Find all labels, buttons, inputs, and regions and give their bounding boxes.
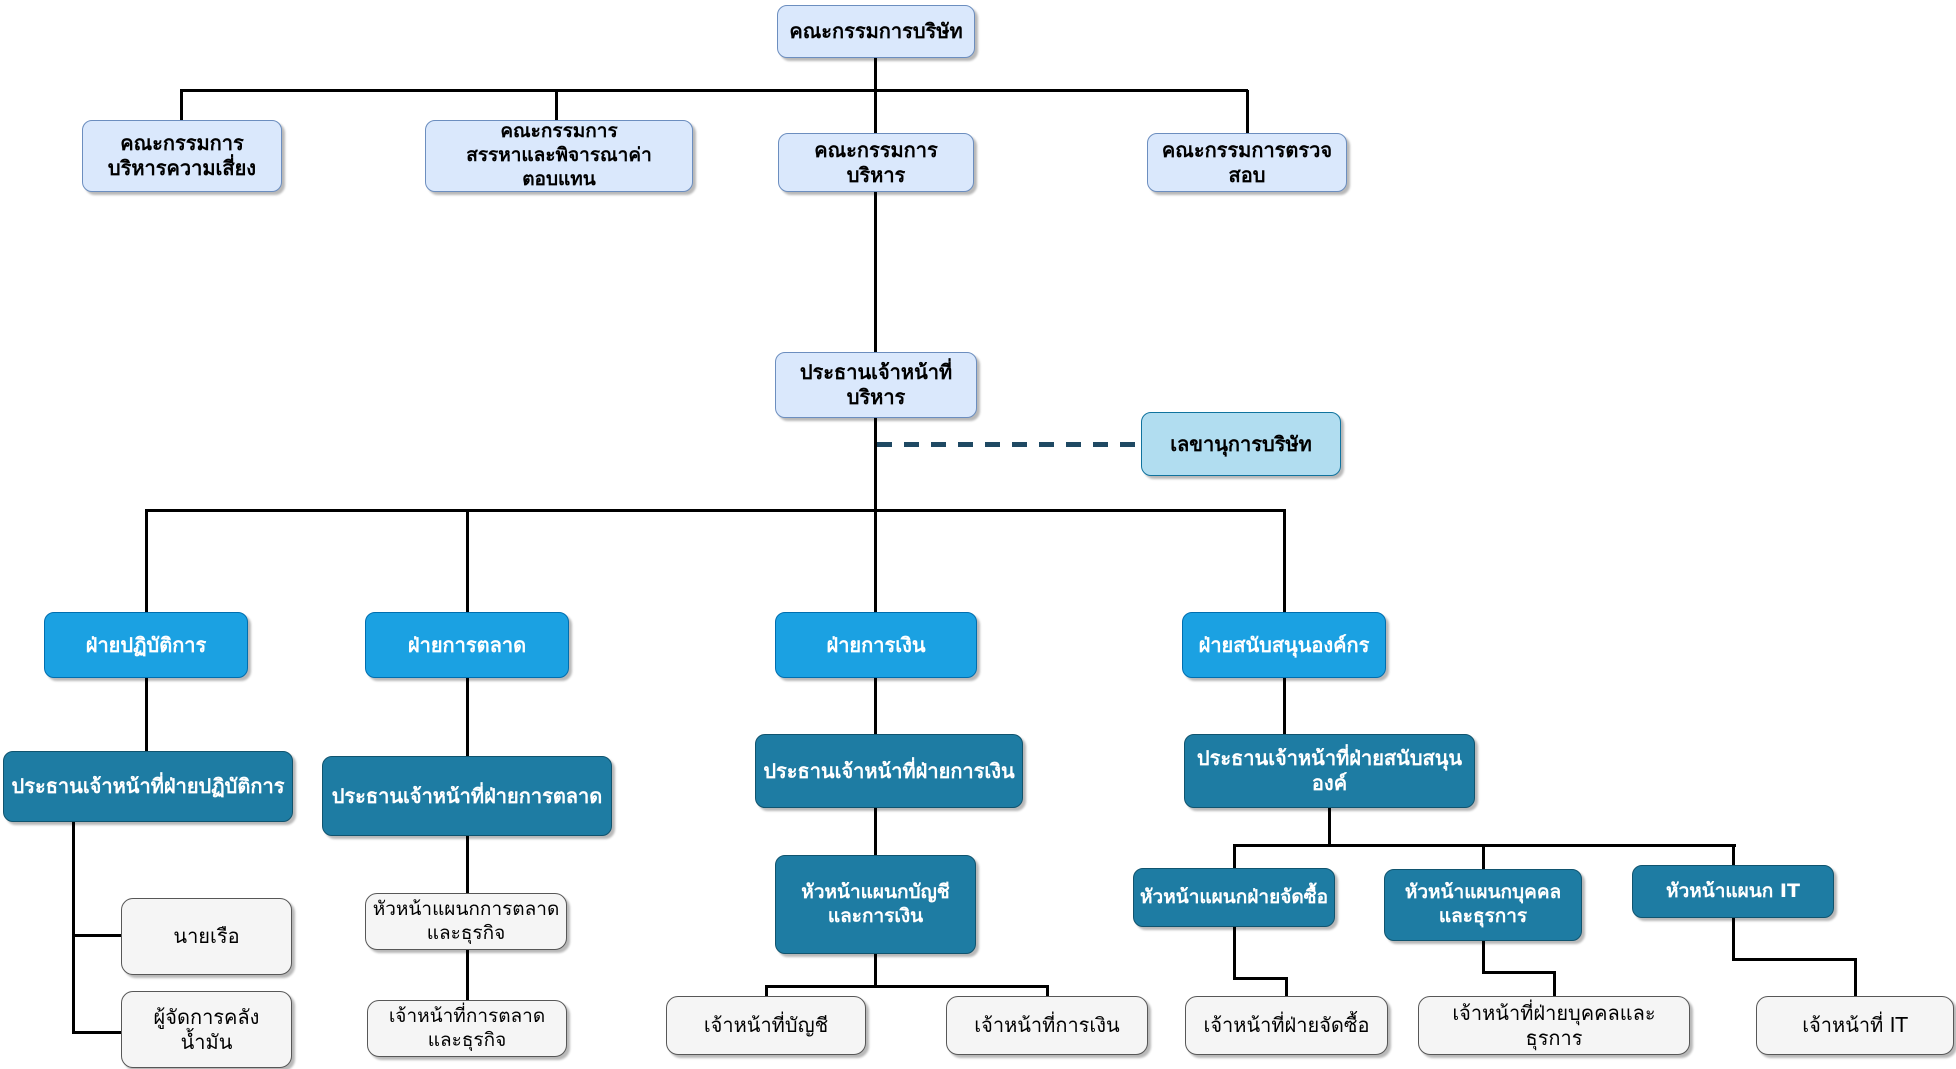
node-purchasing-officer: เจ้าหน้าที่ฝ่ายจัดซื้อ: [1185, 996, 1388, 1055]
connector: [874, 192, 877, 353]
connector: [1732, 958, 1857, 961]
node-coo: ประธานเจ้าหน้าที่ฝ่ายปฏิบัติการ: [3, 751, 293, 822]
node-head-accounting-finance: หัวหน้าแผนกบัญชี และการเงิน: [775, 855, 976, 954]
node-executive-committee: คณะกรรมการบริหาร: [778, 133, 974, 192]
node-ship-master: นายเรือ: [121, 898, 292, 975]
node-audit-committee: คณะกรรมการตรวจสอบ: [1147, 133, 1347, 192]
node-head-it: หัวหน้าแผนก IT: [1632, 865, 1834, 918]
connector: [1732, 844, 1735, 866]
connector: [1283, 510, 1286, 613]
node-finance-dept: ฝ่ายการเงิน: [775, 612, 977, 678]
node-accounting-officer: เจ้าหน้าที่บัญชี: [666, 996, 866, 1055]
connector: [145, 509, 1286, 512]
node-head-hr-admin: หัวหน้าแผนกบุคคล และธุรการ: [1384, 869, 1582, 941]
connector: [72, 822, 75, 1034]
node-cmo: ประธานเจ้าหน้าที่ฝ่ายการตลาด: [322, 756, 612, 836]
connector: [72, 1031, 122, 1034]
connector: [466, 950, 469, 1001]
connector: [1233, 844, 1236, 869]
node-support-dept: ฝ่ายสนับสนุนองค์กร: [1182, 612, 1386, 678]
node-finance-officer: เจ้าหน้าที่การเงิน: [946, 996, 1148, 1055]
connector: [555, 90, 558, 121]
node-marketing-business-officer: เจ้าหน้าที่การตลาด และธุรกิจ: [367, 1000, 567, 1057]
connector: [180, 89, 1248, 92]
node-ceo: ประธานเจ้าหน้าที่บริหาร: [775, 352, 977, 418]
connector: [1553, 971, 1556, 997]
node-it-officer: เจ้าหน้าที่ IT: [1756, 996, 1954, 1055]
node-board-of-directors: คณะกรรมการบริษัท: [777, 5, 975, 58]
connector: [1854, 958, 1857, 997]
connector: [466, 510, 469, 613]
connector: [874, 58, 877, 91]
connector: [874, 418, 877, 613]
connector: [874, 954, 877, 987]
node-operations-dept: ฝ่ายปฏิบัติการ: [44, 612, 248, 678]
connector: [874, 808, 877, 856]
node-head-marketing-business: หัวหน้าแผนกการตลาด และธุรกิจ: [365, 893, 567, 950]
connector: [466, 678, 469, 757]
connector: [72, 934, 122, 937]
node-head-purchasing: หัวหน้าแผนกฝ่ายจัดซื้อ: [1133, 868, 1335, 927]
connector: [765, 985, 768, 997]
connector: [1283, 678, 1286, 735]
connector: [145, 678, 148, 752]
node-cso: ประธานเจ้าหน้าที่ฝ่ายสนับสนุนองค์: [1184, 734, 1475, 808]
node-oil-depot-manager: ผู้จัดการคลังน้ำมัน: [121, 991, 292, 1068]
connector: [874, 678, 877, 735]
connector: [1482, 941, 1485, 974]
connector: [1482, 971, 1556, 974]
node-nomination-committee: คณะกรรมการ สรรหาและพิจารณาค่าตอบแทน: [425, 120, 693, 192]
connector: [1482, 844, 1485, 870]
node-risk-committee: คณะกรรมการ บริหารความเสี่ยง: [82, 120, 282, 192]
node-company-secretary: เลขานุการบริษัท: [1141, 412, 1341, 476]
node-marketing-dept: ฝ่ายการตลาด: [365, 612, 569, 678]
connector: [1233, 977, 1288, 980]
node-cfo: ประธานเจ้าหน้าที่ฝ่ายการเงิน: [755, 734, 1023, 808]
connector: [1233, 927, 1236, 980]
connector: [1732, 918, 1735, 961]
connector: [1046, 985, 1049, 997]
connector: [466, 836, 469, 894]
connector: [765, 985, 1049, 988]
node-hr-admin-officer: เจ้าหน้าที่ฝ่ายบุคคลและธุรการ: [1418, 996, 1690, 1055]
connector: [180, 90, 183, 121]
connector: [1328, 808, 1331, 846]
connector: [145, 510, 148, 613]
dashed-connector: [877, 442, 1141, 447]
connector: [1246, 90, 1249, 134]
connector: [1285, 977, 1288, 997]
connector: [874, 90, 877, 134]
